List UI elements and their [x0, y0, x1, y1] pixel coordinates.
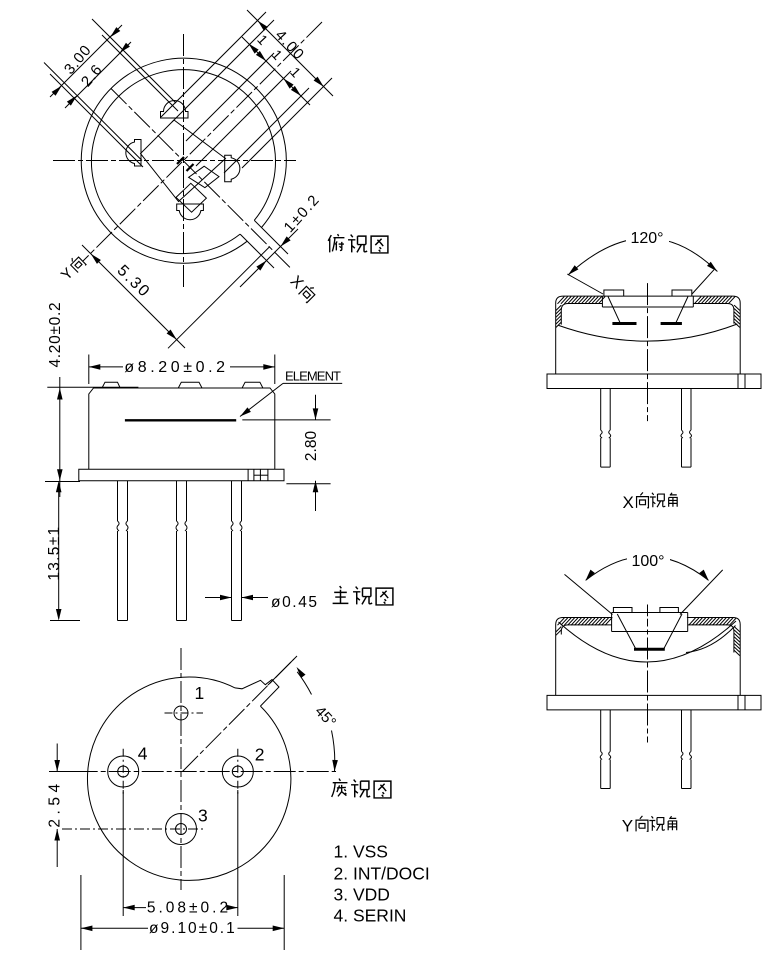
svg-text:X: X [623, 493, 634, 512]
svg-text:5.08±0.2: 5.08±0.2 [147, 900, 231, 917]
svg-text:2.80: 2.80 [303, 431, 320, 462]
svg-text:4.20±0.2: 4.20±0.2 [47, 302, 64, 368]
svg-text:100°: 100° [631, 553, 664, 570]
svg-text:4. SERIN: 4. SERIN [334, 906, 407, 926]
svg-text:2. INT/DOCI: 2. INT/DOCI [334, 864, 430, 884]
svg-text:120°: 120° [630, 230, 663, 247]
svg-text:1. VSS: 1. VSS [334, 842, 388, 862]
svg-text:Y: Y [622, 817, 633, 836]
svg-text:2.54: 2.54 [47, 779, 64, 827]
svg-text:2: 2 [255, 745, 265, 765]
svg-text:ø0.45: ø0.45 [271, 594, 319, 611]
svg-text:ø9.10±0.1: ø9.10±0.1 [149, 920, 237, 937]
svg-text:3: 3 [198, 806, 208, 826]
svg-text:ELEMENT: ELEMENT [285, 369, 341, 384]
svg-text:1: 1 [195, 683, 205, 703]
svg-text:4: 4 [138, 744, 148, 764]
svg-text:3. VDD: 3. VDD [334, 884, 390, 904]
svg-text:ø8.20±0.2: ø8.20±0.2 [124, 359, 228, 376]
svg-text:13.5±1: 13.5±1 [46, 526, 63, 581]
